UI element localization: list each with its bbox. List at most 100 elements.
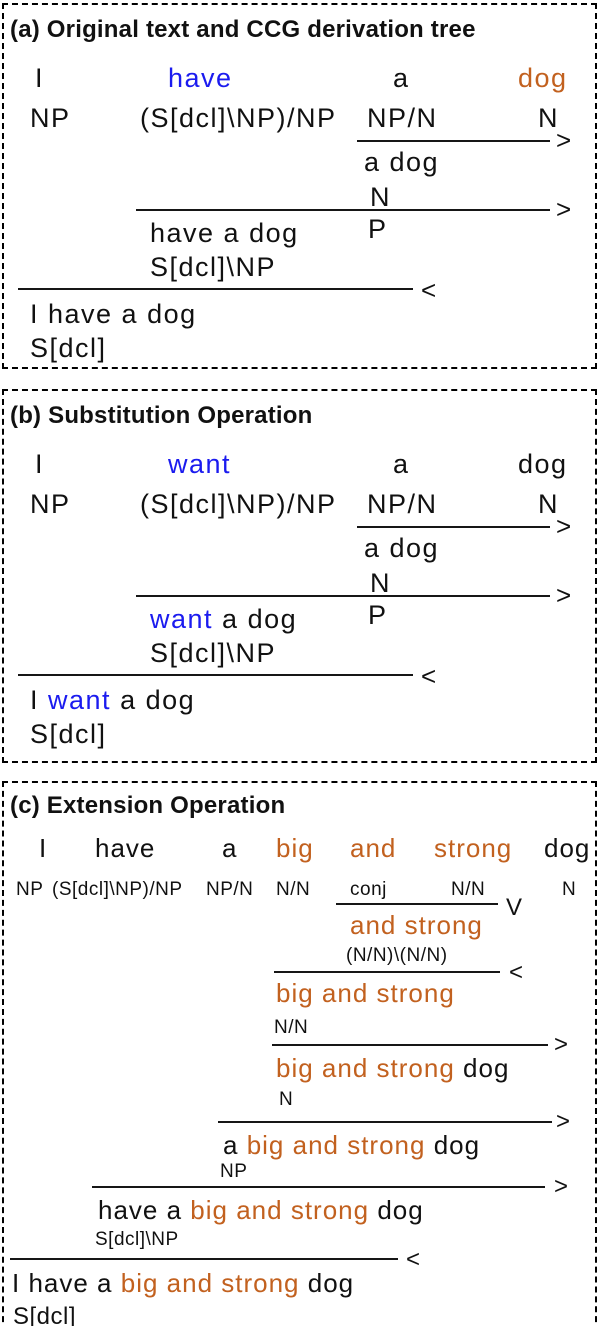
phrase: a dog xyxy=(364,533,440,563)
rule-line xyxy=(18,674,413,676)
word-strong: strong xyxy=(434,833,513,863)
panel-a xyxy=(2,3,597,369)
combinator-marker: < xyxy=(406,1246,421,1273)
rule-line xyxy=(92,1186,545,1188)
category-label: P xyxy=(368,600,388,630)
word-a: a xyxy=(393,449,410,479)
phrase-segment: dog xyxy=(299,1268,355,1298)
combinator-marker: > xyxy=(556,1108,571,1135)
rule-line xyxy=(136,209,550,211)
phrase: big and strong dog xyxy=(276,1054,509,1083)
category-label: NP xyxy=(16,879,44,900)
phrase-segment: I have a xyxy=(12,1268,121,1298)
rule-line xyxy=(10,1258,398,1260)
word-and: and xyxy=(350,833,397,863)
word-i: I xyxy=(35,63,45,93)
phrase: have a big and strong dog xyxy=(98,1196,424,1225)
category-label: NP xyxy=(30,489,71,519)
category-label: S[dcl]\NP xyxy=(95,1229,179,1250)
category-label: N xyxy=(562,879,577,900)
combinator-marker: > xyxy=(556,125,572,155)
phrase: I have a big and strong dog xyxy=(12,1269,354,1298)
category-label: N xyxy=(538,103,559,133)
phrase-segment: dog xyxy=(454,1053,510,1083)
word-a: a xyxy=(222,833,238,863)
word-a: a xyxy=(393,63,410,93)
category-label: N/N xyxy=(274,1017,309,1038)
phrase-segment: a dog xyxy=(213,604,298,634)
phrase: a dog xyxy=(364,147,440,177)
category-label: N xyxy=(538,489,559,519)
phrase-segment: I xyxy=(30,685,49,715)
category-label: N/N xyxy=(451,879,486,900)
combinator-marker: < xyxy=(509,959,524,986)
category-label: S[dcl] xyxy=(13,1303,77,1326)
category-label: P xyxy=(368,214,388,244)
combinator-marker: V xyxy=(506,894,523,921)
panel-c xyxy=(2,781,597,1326)
combinator-marker: > xyxy=(556,194,572,224)
category-label: NP/N xyxy=(367,489,438,519)
rule-line xyxy=(274,971,500,973)
panel-b-title: (b) Substitution Operation xyxy=(10,402,313,429)
phrase: and strong xyxy=(350,910,483,940)
combinator-marker: < xyxy=(421,661,437,691)
category-label: (S[dcl]\NP)/NP xyxy=(140,489,337,519)
panel-c-title: (c) Extension Operation xyxy=(10,792,286,819)
panel-a-title: (a) Original text and CCG derivation tre… xyxy=(10,16,476,43)
phrase-segment: want xyxy=(48,685,112,715)
word-want: want xyxy=(168,449,232,479)
phrase-segment: dog xyxy=(425,1130,481,1160)
category-label: N xyxy=(370,182,391,212)
phrase-segment: big and strong xyxy=(190,1195,370,1225)
category-label: (S[dcl]\NP)/NP xyxy=(140,103,337,133)
word-i: I xyxy=(35,449,45,479)
category-label: S[dcl] xyxy=(30,333,107,363)
word-dog: dog xyxy=(518,449,568,479)
phrase: a big and strong dog xyxy=(223,1131,480,1160)
combinator-marker: > xyxy=(556,580,572,610)
phrase-segment: big and strong xyxy=(246,1130,426,1160)
rule-line xyxy=(357,526,550,528)
phrase: I have a dog xyxy=(30,299,197,329)
category-label: (N/N)\(N/N) xyxy=(346,945,448,966)
rule-line xyxy=(18,288,413,290)
word-big: big xyxy=(276,833,314,863)
phrase-segment: big and strong xyxy=(276,1053,455,1083)
category-label: NP xyxy=(220,1161,248,1182)
word-have: have xyxy=(95,833,156,863)
rule-line xyxy=(218,1121,552,1123)
phrase-segment: want xyxy=(150,604,214,634)
word-i: I xyxy=(39,833,48,863)
combinator-marker: < xyxy=(421,275,437,305)
word-dog: dog xyxy=(518,63,568,93)
category-label: S[dcl] xyxy=(30,719,107,749)
panel-b xyxy=(2,389,597,763)
rule-line xyxy=(136,595,550,597)
combinator-marker: > xyxy=(556,511,572,541)
combinator-marker: > xyxy=(554,1173,569,1200)
phrase-segment: have a xyxy=(98,1195,191,1225)
category-label: N xyxy=(279,1089,294,1110)
category-label: NP/N xyxy=(367,103,438,133)
category-label: NP/N xyxy=(206,879,254,900)
rule-line xyxy=(272,1044,548,1046)
word-have: have xyxy=(168,63,233,93)
combinator-marker: > xyxy=(554,1031,569,1058)
word-dog: dog xyxy=(544,833,591,863)
phrase: big and strong xyxy=(276,978,455,1008)
category-label: N/N xyxy=(276,879,311,900)
category-label: (S[dcl]\NP)/NP xyxy=(52,879,183,900)
phrase: want a dog xyxy=(150,604,298,635)
category-label: NP xyxy=(30,103,71,133)
phrase-segment: big and strong xyxy=(120,1268,300,1298)
category-label: S[dcl]\NP xyxy=(150,252,277,282)
phrase: have a dog xyxy=(150,218,299,248)
category-label: conj xyxy=(350,879,387,900)
phrase-segment: a dog xyxy=(111,685,196,715)
phrase-segment: a xyxy=(223,1130,247,1160)
rule-line xyxy=(336,903,498,905)
phrase: I want a dog xyxy=(30,685,196,716)
category-label: S[dcl]\NP xyxy=(150,638,277,668)
